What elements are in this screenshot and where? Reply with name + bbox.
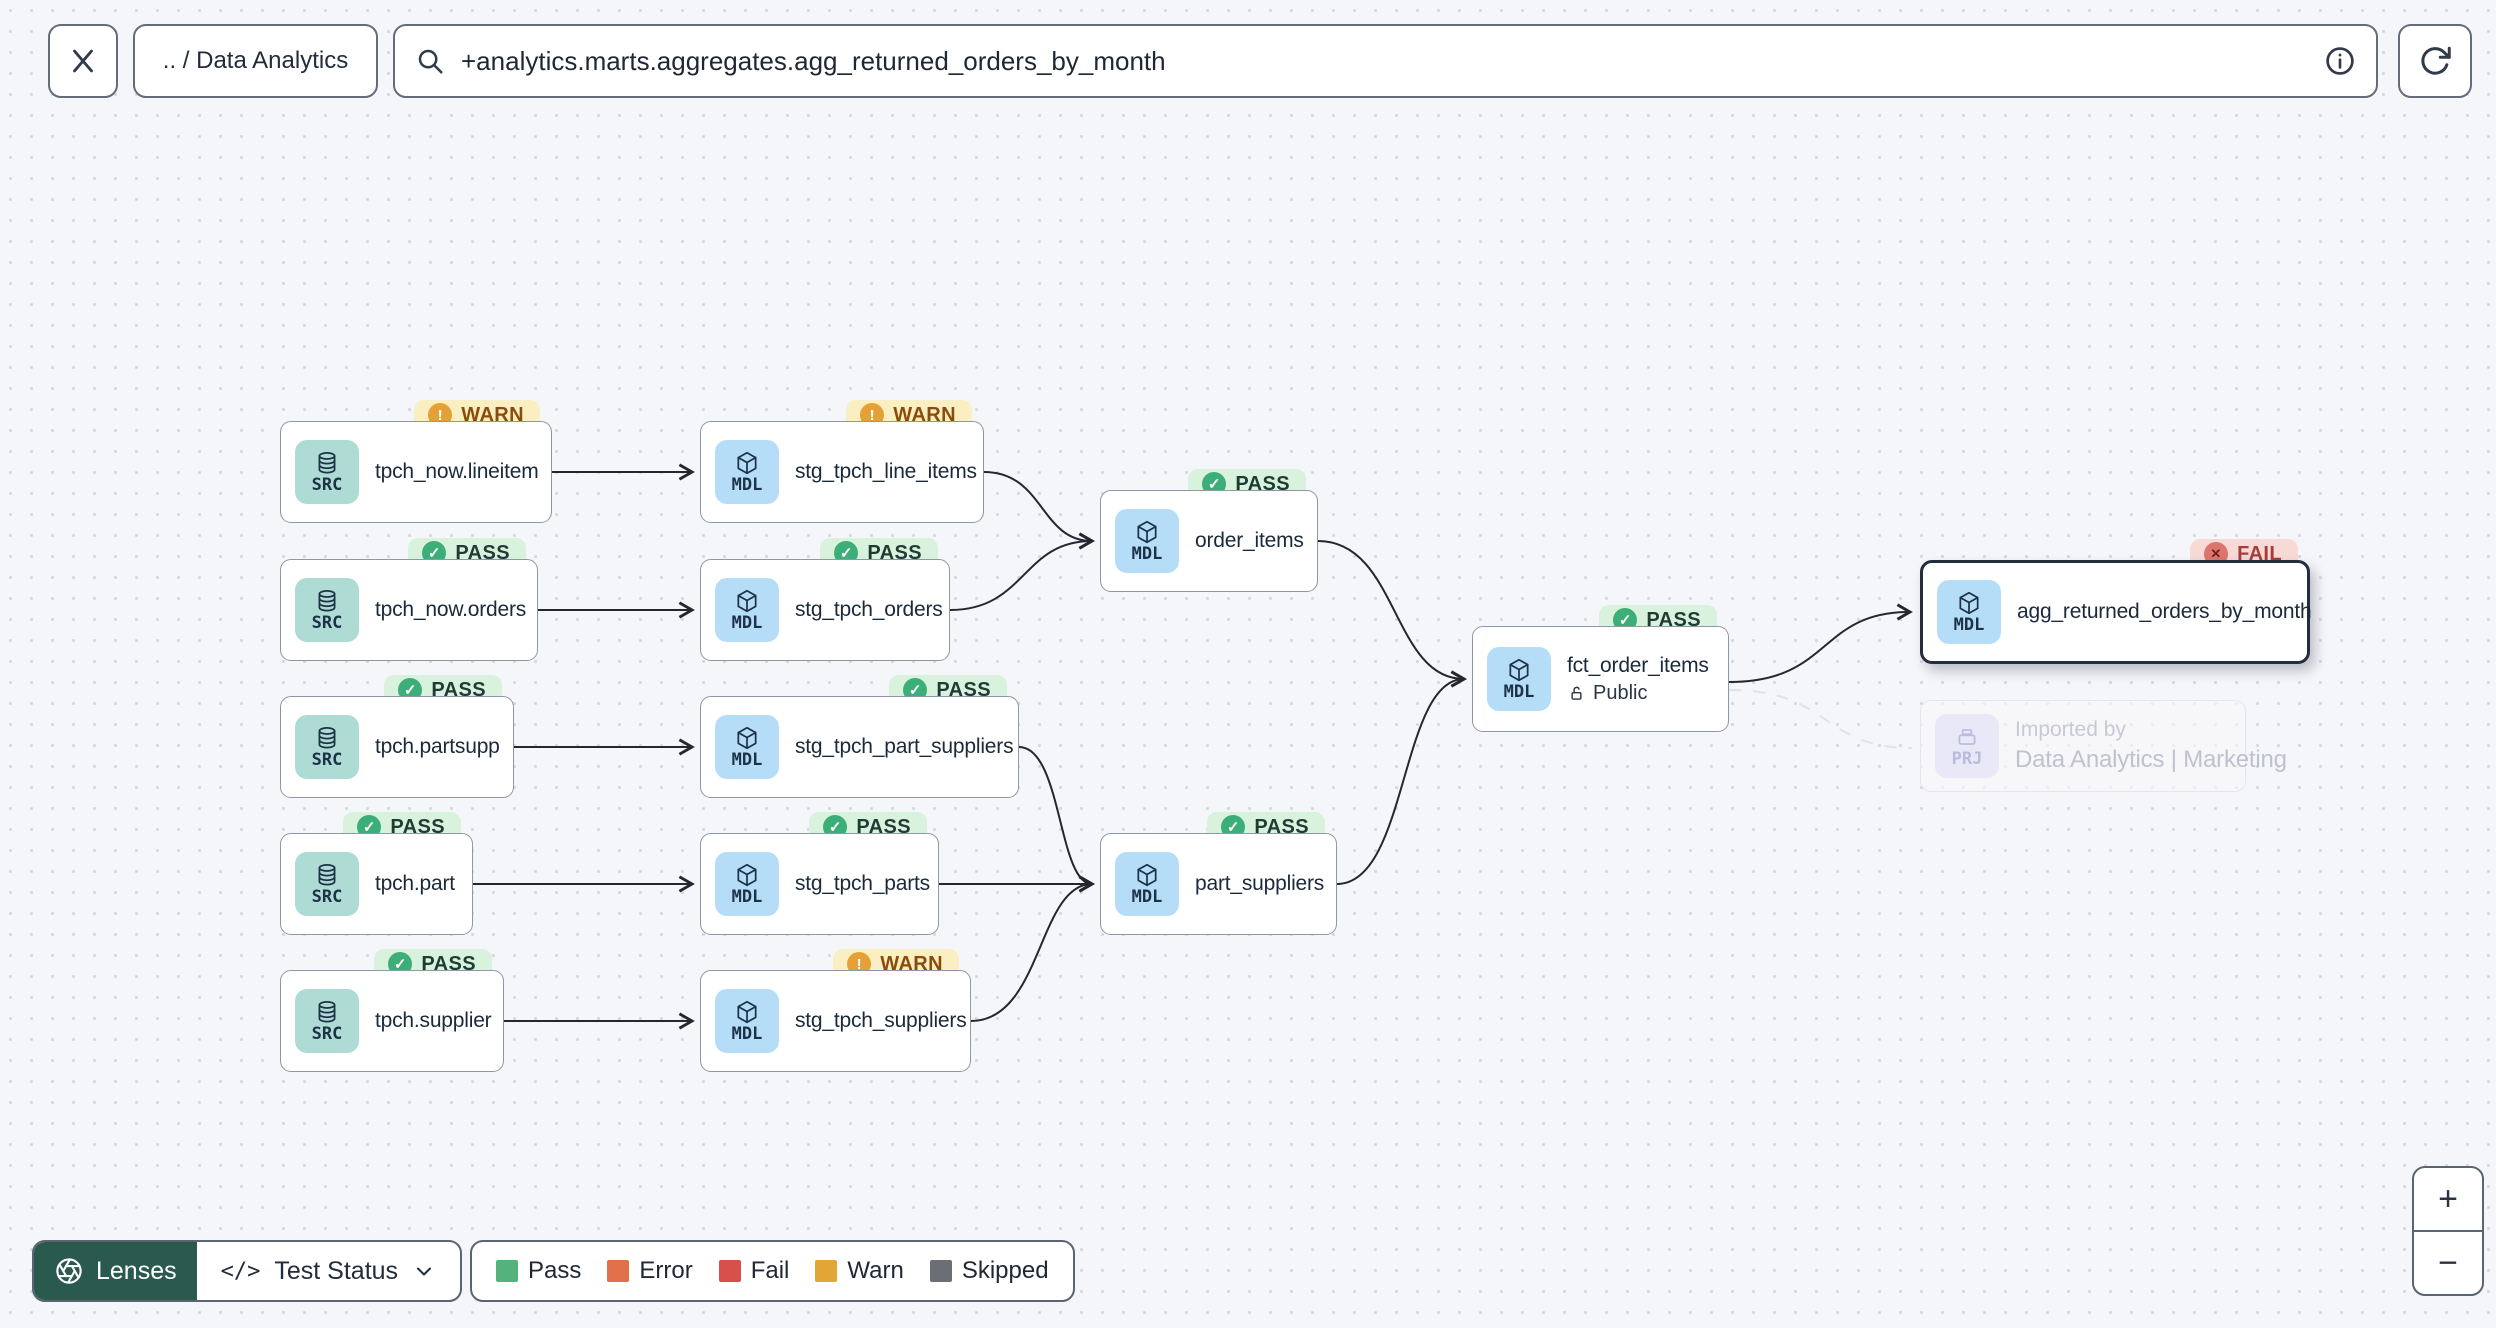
- error-swatch: [607, 1260, 630, 1282]
- search-bar: [393, 24, 2378, 98]
- source-type-chip: SRC: [295, 989, 359, 1053]
- lock-open-icon: [1571, 686, 1582, 700]
- cube-icon: [737, 863, 757, 887]
- refresh-button[interactable]: [2398, 24, 2472, 98]
- node-tpch-supplier[interactable]: PASS SRC tpch.supplier: [280, 949, 504, 1072]
- node-part-suppliers[interactable]: PASS MDL part_suppliers: [1100, 812, 1337, 935]
- lenses-button[interactable]: Lenses: [34, 1242, 197, 1300]
- legend-item-fail: Fail: [718, 1257, 789, 1285]
- info-icon[interactable]: [2324, 45, 2356, 77]
- breadcrumb-label: .. / Data Analytics: [162, 47, 349, 74]
- node-label: tpch_now.orders: [375, 598, 527, 621]
- source-type-chip: SRC: [295, 715, 359, 779]
- node-label: stg_tpch_orders: [795, 598, 943, 621]
- node-stg-tpch-line-items[interactable]: WARN MDL stg_tpch_line_items: [700, 400, 984, 523]
- database-icon: [318, 727, 336, 749]
- node-label: tpch.part: [375, 872, 455, 895]
- node-stg-tpch-orders[interactable]: PASS MDL stg_tpch_orders: [700, 538, 950, 661]
- skipped-swatch: [929, 1260, 952, 1282]
- lenses-control: Lenses </> Test Status: [32, 1240, 463, 1302]
- divider: [2414, 1230, 2482, 1232]
- model-type-chip: MDL: [715, 852, 779, 916]
- close-button[interactable]: [48, 24, 118, 98]
- node-label: tpch_now.lineitem: [375, 460, 539, 483]
- search-input[interactable]: [461, 45, 2308, 77]
- node-tpch-now-orders[interactable]: PASS SRC tpch_now.orders: [280, 538, 538, 661]
- source-type-chip: SRC: [295, 578, 359, 642]
- zoom-controls: + −: [2412, 1166, 2484, 1296]
- node-order-items[interactable]: PASS MDL order_items: [1100, 469, 1318, 592]
- project-icon: [1958, 729, 1976, 745]
- node-label: fct_order_items: [1567, 653, 1709, 677]
- node-label: stg_tpch_parts: [795, 872, 930, 895]
- imported-by-label: Imported by: [2015, 718, 2126, 741]
- node-stg-tpch-part-suppliers[interactable]: PASS MDL stg_tpch_part_suppliers: [700, 675, 1019, 798]
- access-level: Public: [1567, 682, 1709, 705]
- node-label: tpch.partsupp: [375, 735, 500, 758]
- cube-icon: [737, 726, 757, 750]
- source-type-chip: SRC: [295, 440, 359, 504]
- node-fct-order-items[interactable]: PASS MDL fct_order_items Public: [1472, 605, 1729, 732]
- cube-icon: [737, 589, 757, 613]
- node-label: Data Analytics | Marketing: [2015, 746, 2287, 773]
- node-imported-by-project[interactable]: PRJ Imported by Data Analytics | Marketi…: [1920, 700, 2287, 792]
- database-icon: [318, 590, 336, 612]
- node-stg-tpch-parts[interactable]: PASS MDL stg_tpch_parts: [700, 812, 939, 935]
- node-label: stg_tpch_line_items: [795, 460, 977, 483]
- project-type-chip: PRJ: [1935, 714, 1999, 778]
- code-icon: </>: [220, 1258, 261, 1284]
- node-agg-returned-orders-by-month[interactable]: FAIL MDL agg_returned_orders_by_month: [1920, 539, 2312, 664]
- legend-item-error: Error: [607, 1257, 693, 1285]
- lens-selector-test-status[interactable]: </> Test Status: [197, 1242, 460, 1300]
- cube-icon: [1137, 520, 1157, 544]
- database-icon: [318, 452, 336, 474]
- aperture-icon: [56, 1258, 82, 1284]
- model-type-chip: MDL: [715, 440, 779, 504]
- search-icon: [418, 49, 443, 74]
- warn-swatch: [815, 1260, 838, 1282]
- node-label: tpch.supplier: [375, 1009, 492, 1032]
- database-icon: [318, 1001, 336, 1023]
- model-type-chip: MDL: [715, 715, 779, 779]
- test-status-legend: Pass Error Fail Warn Skipped: [470, 1240, 1075, 1302]
- cube-icon: [1509, 658, 1529, 682]
- model-type-chip: MDL: [1115, 509, 1179, 573]
- node-tpch-part[interactable]: PASS SRC tpch.part: [280, 812, 473, 935]
- node-label: stg_tpch_suppliers: [795, 1009, 967, 1032]
- node-label: agg_returned_orders_by_month: [2017, 600, 2312, 623]
- cube-icon: [1137, 863, 1157, 887]
- fail-swatch: [718, 1260, 741, 1282]
- node-label: order_items: [1195, 529, 1304, 552]
- pass-swatch: [496, 1260, 518, 1282]
- source-type-chip: SRC: [295, 852, 359, 916]
- model-type-chip: MDL: [1937, 580, 2001, 644]
- zoom-out-button[interactable]: −: [2438, 1243, 2458, 1282]
- node-label: stg_tpch_part_suppliers: [795, 735, 1014, 758]
- node-stg-tpch-suppliers[interactable]: WARN MDL stg_tpch_suppliers: [700, 949, 971, 1072]
- node-label: part_suppliers: [1195, 872, 1325, 895]
- model-type-chip: MDL: [715, 578, 779, 642]
- close-icon: [73, 49, 93, 73]
- model-type-chip: MDL: [1115, 852, 1179, 916]
- database-icon: [318, 864, 336, 886]
- model-type-chip: MDL: [715, 989, 779, 1053]
- breadcrumb[interactable]: .. / Data Analytics: [133, 24, 378, 98]
- legend-item-skipped: Skipped: [929, 1257, 1049, 1285]
- legend-item-warn: Warn: [815, 1257, 904, 1285]
- cube-icon: [737, 1000, 757, 1024]
- node-tpch-now-lineitem[interactable]: WARN SRC tpch_now.lineitem: [280, 400, 552, 523]
- zoom-in-button[interactable]: +: [2438, 1179, 2458, 1218]
- cube-icon: [737, 451, 757, 475]
- node-tpch-partsupp[interactable]: PASS SRC tpch.partsupp: [280, 675, 514, 798]
- model-type-chip: MDL: [1487, 647, 1551, 711]
- legend-item-pass: Pass: [496, 1257, 581, 1285]
- refresh-icon: [2421, 46, 2451, 75]
- chevron-down-icon: [417, 1267, 432, 1276]
- cube-icon: [1959, 591, 1979, 615]
